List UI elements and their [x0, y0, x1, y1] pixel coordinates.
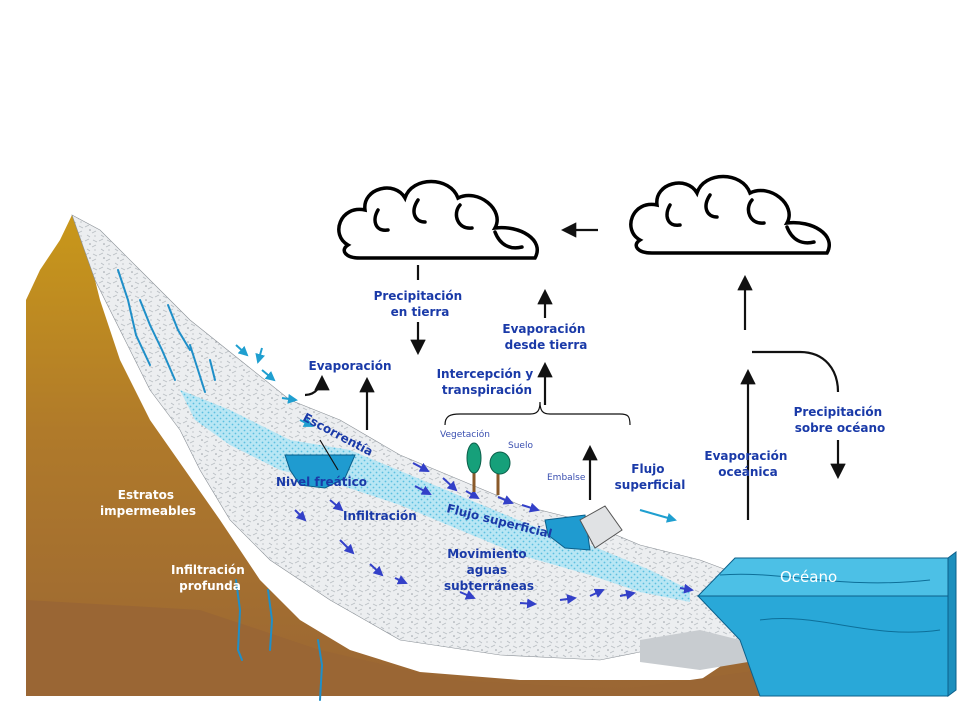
lake — [284, 454, 356, 489]
brace — [444, 401, 631, 426]
mountain-streams — [117, 269, 324, 701]
label-evaporacion-oceanica: Evaporación oceánica — [704, 449, 791, 479]
label-precipitacion-oceano: Precipitación sobre océano — [794, 405, 887, 435]
label-oceano: Océano — [780, 568, 837, 586]
label-nivel-freatico: Nivel freático — [276, 475, 367, 489]
aquifer-band — [180, 390, 690, 602]
label-precipitacion-tierra: Precipitación en tierra — [374, 289, 467, 319]
ocean-block — [696, 551, 957, 697]
reservoir — [544, 514, 591, 551]
label-intercepcion: Intercepción y transpiración — [437, 367, 538, 397]
label-flujo-superficial: Flujo superficial — [615, 462, 686, 492]
label-estratos: Estratos impermeables — [100, 488, 196, 518]
label-infiltracion: Infiltración — [343, 509, 417, 523]
process-arrows — [304, 222, 846, 520]
label-evaporacion-tierra: Evaporación desde tierra — [502, 322, 589, 352]
rock-base-shadow — [640, 630, 760, 670]
cloud-icon — [629, 174, 831, 255]
label-evaporacion: Evaporación — [309, 359, 392, 373]
dam — [579, 505, 623, 549]
ground-layer — [26, 600, 760, 696]
tree-icon — [466, 442, 482, 492]
mountain — [26, 215, 760, 696]
label-vegetacion: Vegetación — [440, 429, 490, 440]
label-movimiento-aguas: Movimiento aguas subterráneas — [444, 547, 534, 593]
label-suelo: Suelo — [508, 441, 533, 451]
label-infiltracion-profunda: Infiltración profunda — [171, 563, 249, 593]
runoff-arrows — [235, 344, 677, 523]
label-embalse: Embalse — [547, 473, 586, 483]
tree-icon — [489, 451, 511, 495]
cloud-icon — [337, 179, 539, 260]
groundwater-arrows — [294, 462, 694, 609]
